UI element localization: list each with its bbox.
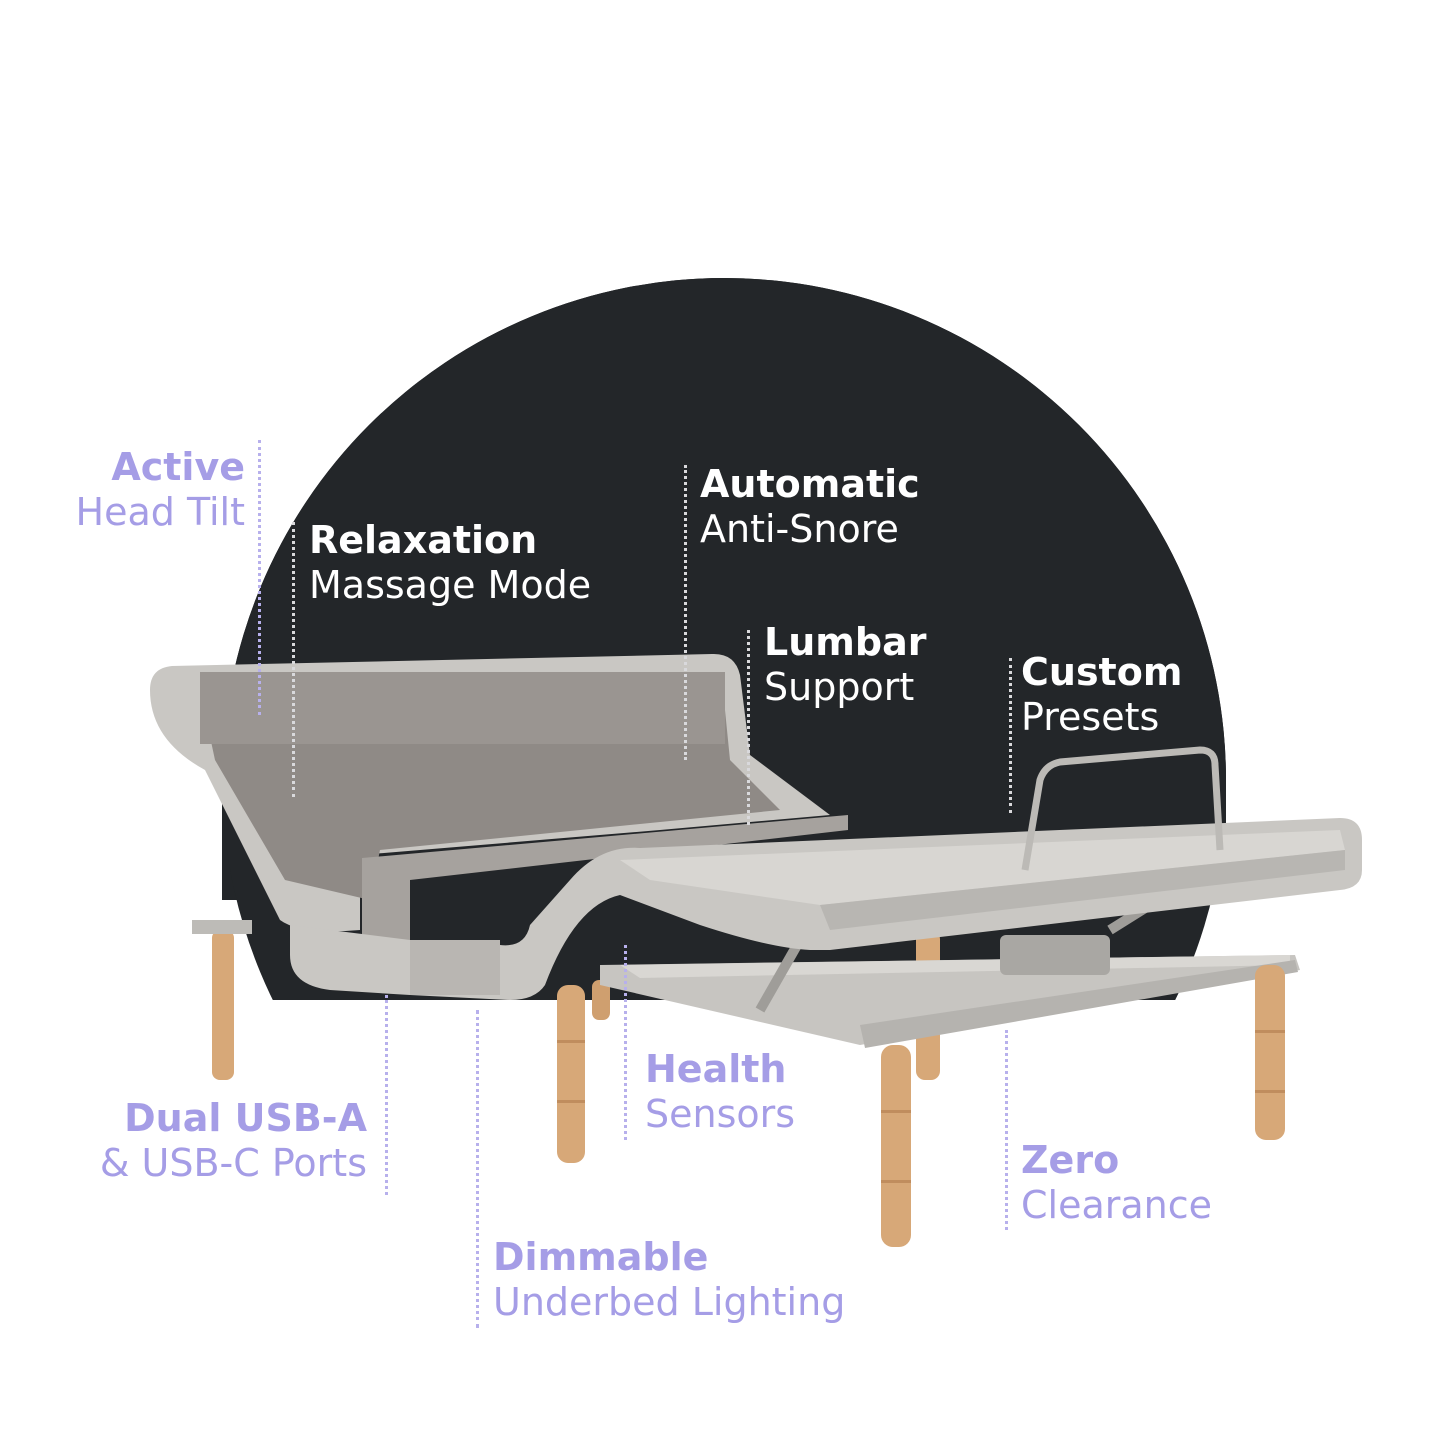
feature-title: Active (111, 445, 245, 489)
foot-shadow (820, 850, 1345, 930)
leader-line-usb (385, 995, 388, 1195)
leader-line-active (258, 440, 261, 715)
feature-subtitle: & USB-C Ports (99, 1140, 367, 1185)
feature-dual-usb-ports: Dual USB-A & USB-C Ports (100, 1096, 367, 1186)
leader-line-dimmable (476, 1010, 479, 1328)
feature-lumbar-support: Lumbar Support (764, 620, 926, 710)
frame-rail-left (192, 920, 252, 934)
feature-title: Dual USB-A (124, 1096, 367, 1140)
foot-rail (1021, 746, 1224, 871)
leg-front-left (557, 985, 585, 1163)
leg-back-left (212, 930, 234, 1080)
feature-subtitle: Clearance (1021, 1182, 1213, 1227)
feature-title: Automatic (700, 462, 920, 506)
feature-relaxation-massage: Relaxation Massage Mode (309, 518, 591, 608)
feature-subtitle: Anti-Snore (700, 506, 899, 551)
feature-subtitle: Massage Mode (309, 562, 592, 607)
leg-front-right (881, 1045, 911, 1247)
feature-title: Relaxation (309, 518, 538, 562)
frame-rail-top (620, 955, 1290, 978)
feature-title: Lumbar (764, 620, 927, 664)
leader-line-custom (1009, 658, 1012, 813)
frame-crossbar (860, 960, 1298, 1048)
side-bumper (362, 815, 848, 955)
feature-automatic-anti-snore: Automatic Anti-Snore (700, 462, 920, 552)
feature-zero-clearance: Zero Clearance (1021, 1138, 1212, 1228)
feature-title: Health (645, 1047, 787, 1091)
feature-health-sensors: Health Sensors (645, 1047, 795, 1137)
seat-top (620, 830, 1345, 905)
feature-subtitle: Underbed Lighting (493, 1279, 846, 1324)
leader-line-zero (1005, 1030, 1008, 1230)
feature-title: Custom (1021, 650, 1183, 694)
leader-line-relaxation (292, 522, 295, 797)
feature-subtitle: Sensors (645, 1091, 796, 1136)
feature-active-head-tilt: Active Head Tilt (76, 445, 246, 535)
feature-subtitle: Presets (1021, 694, 1160, 739)
leader-line-lumbar (747, 630, 750, 825)
feature-subtitle: Head Tilt (75, 489, 246, 534)
feature-subtitle: Support (764, 664, 915, 709)
leader-line-automatic (684, 465, 687, 760)
motor-housing (1000, 935, 1110, 975)
feature-title: Zero (1021, 1138, 1120, 1182)
feature-custom-presets: Custom Presets (1021, 650, 1182, 740)
lumbar-panel (410, 940, 500, 995)
head-strip (200, 672, 725, 744)
feature-title: Dimmable (493, 1235, 709, 1279)
leg-back-mid (592, 980, 610, 1020)
leg-front-far-right (1255, 965, 1285, 1140)
feature-dimmable-lighting: Dimmable Underbed Lighting (493, 1235, 845, 1325)
leader-line-health (624, 945, 627, 1140)
